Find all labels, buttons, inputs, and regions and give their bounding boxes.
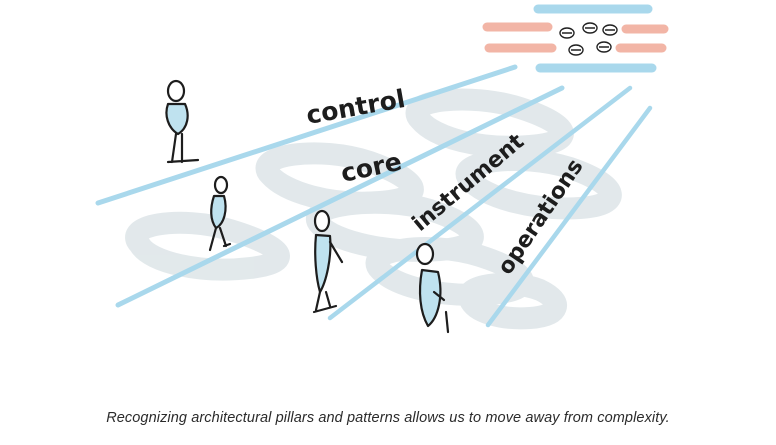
control-rail [95,64,518,206]
person-icon [165,79,200,164]
architecture-pillars-sketch: control core instrument operations [95,4,669,334]
pattern-loops [125,88,622,330]
people-cluster-icon [559,22,618,56]
pillar-label-control: control [304,84,407,130]
person-icon [208,175,232,252]
pillar-rails [95,64,653,328]
instrument-rail [327,85,633,321]
destination-bars [482,4,669,73]
person-icon [415,242,450,334]
operations-rail [485,105,653,328]
person-icon [312,209,344,314]
figure-caption: Recognizing architectural pillars and pa… [106,410,670,426]
core-rail [115,85,565,308]
